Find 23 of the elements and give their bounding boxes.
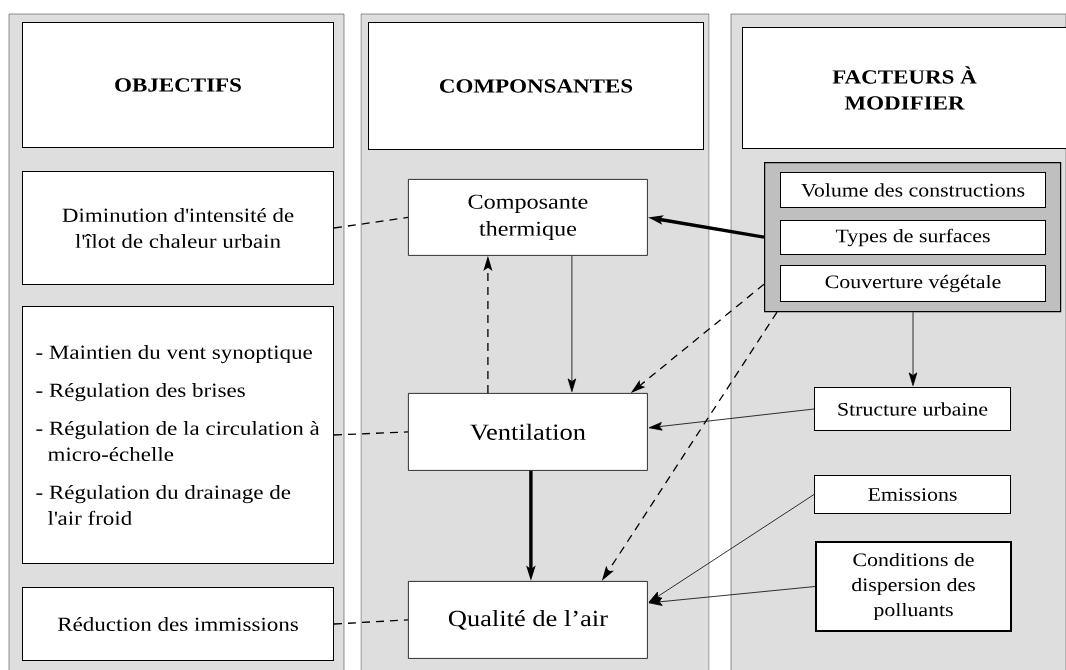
factor-box: Emissions: [814, 475, 1011, 514]
factor-box: Conditions de dispersion des polluants: [815, 541, 1012, 632]
arrow: [567, 255, 577, 392]
connector-line: [333, 619, 409, 625]
factor-box: Structure urbaine: [814, 387, 1011, 431]
factor-box: Types de surfaces: [780, 220, 1046, 255]
objective-list-box: - Maintien du vent synoptique - Régulation des brises - Régulation de la circulation à micro-échelle - Régulation du drainage de l'air froid: [22, 306, 334, 564]
component-box: Ventilation: [408, 393, 648, 471]
arrow: [648, 494, 815, 603]
column-heading-box: OBJECTIFS: [22, 22, 334, 148]
connector-line: [333, 431, 409, 436]
component-box: Qualité de l’air: [408, 581, 648, 659]
factor-box: Volume des constructions: [780, 172, 1046, 208]
arrow: [648, 408, 815, 431]
arrow: [908, 311, 918, 386]
objective-box: Diminution d'intensité de l'îlot de chaleur urbain: [22, 171, 334, 285]
objective-box: Réduction des immissions: [22, 587, 334, 661]
factor-box: Couverture végétale: [780, 265, 1046, 302]
column-heading-box: COMPONSANTES: [368, 22, 704, 150]
component-box: Composante thermique: [408, 179, 648, 256]
column-heading-box: FACTEURS À MODIFIER: [742, 27, 1066, 149]
connector-line: [333, 216, 409, 229]
arrow: [648, 586, 816, 606]
